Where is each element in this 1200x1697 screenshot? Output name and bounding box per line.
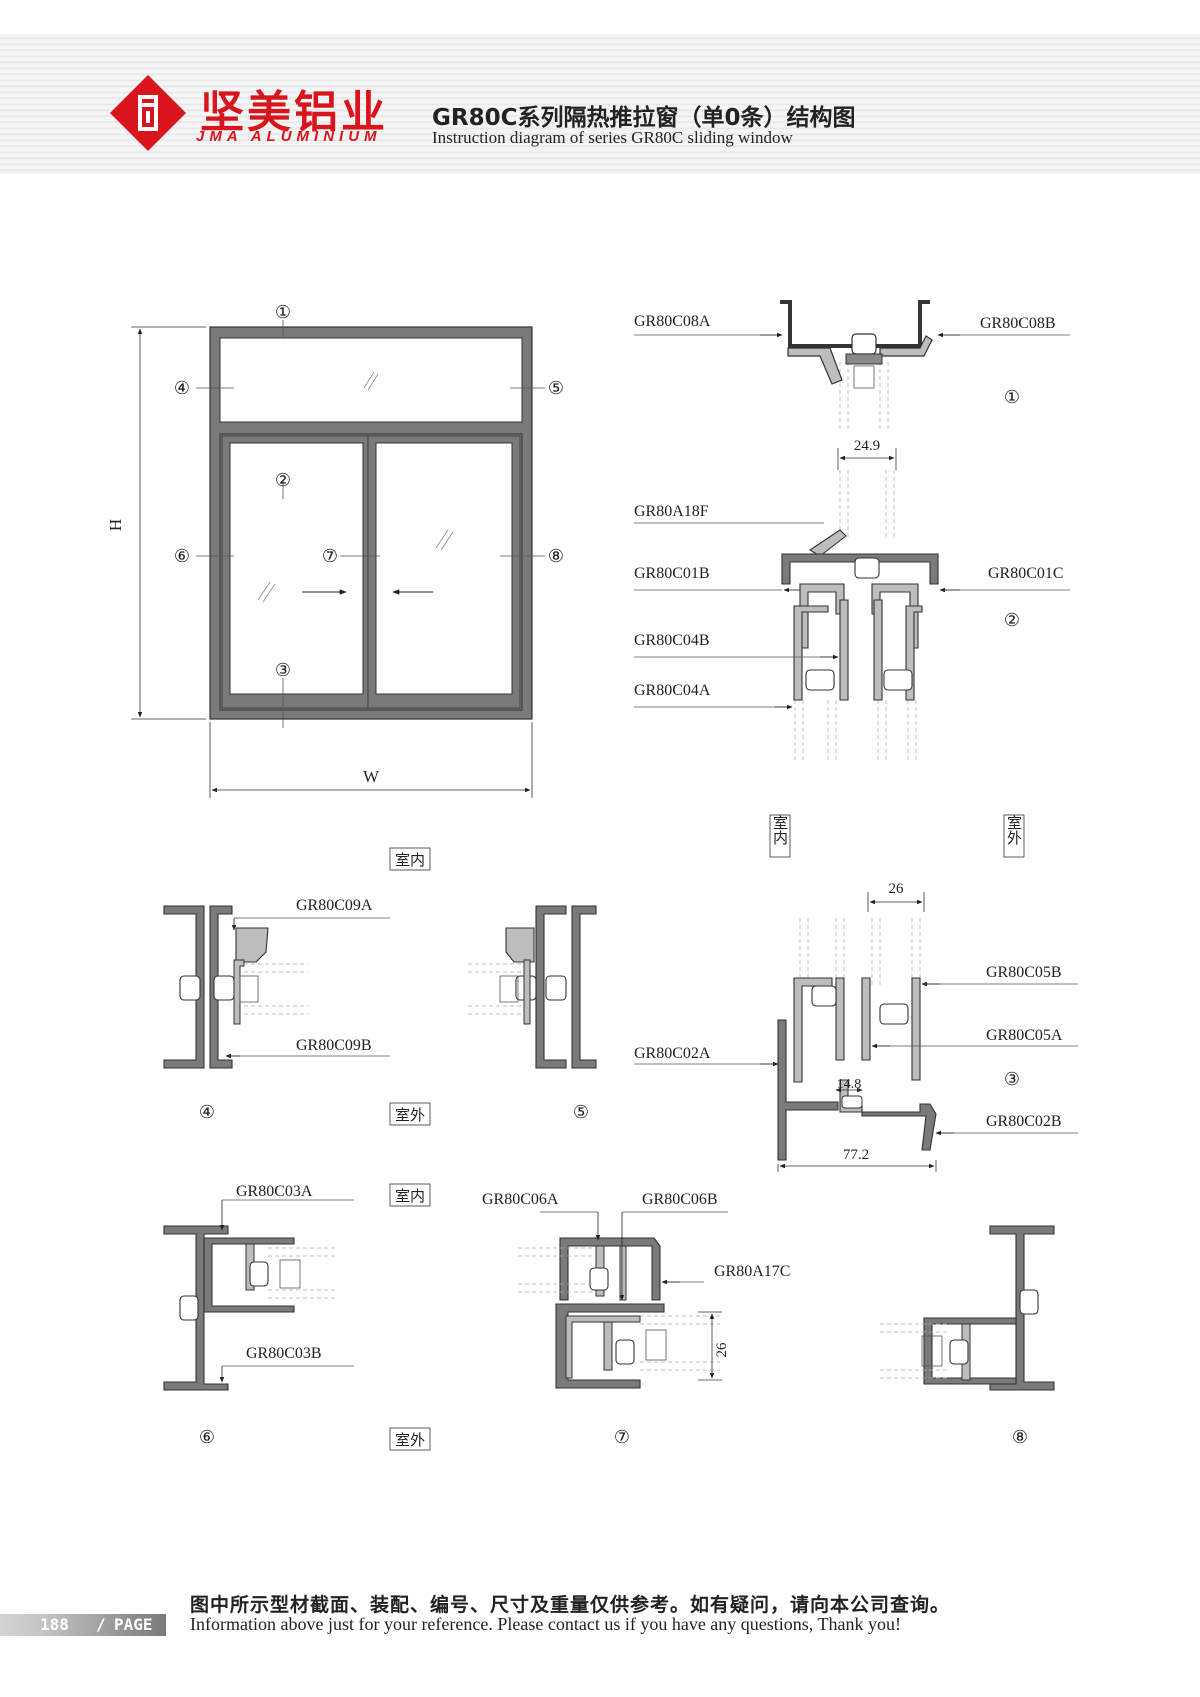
section-8-number: ⑧ — [1012, 1427, 1028, 1447]
section-7-number: ⑦ — [614, 1427, 630, 1447]
elev-marker-1: ① — [275, 302, 291, 322]
section-3: 26 14.8 77.2 — [634, 881, 1078, 1172]
label-gr80c01c: GR80C01C — [988, 565, 1064, 582]
section-45-outdoor-label: 室外 — [395, 1106, 425, 1124]
section-2-outdoor-label: 室外 — [1005, 815, 1023, 845]
section-2-indoor-label: 室内 — [771, 815, 789, 845]
label-gr80c02b: GR80C02B — [986, 1113, 1062, 1130]
page-number-bar — [0, 1614, 166, 1636]
label-gr80c06b: GR80C06B — [642, 1191, 718, 1208]
label-gr80c01b: GR80C01B — [634, 565, 710, 582]
dim-width-label: W — [363, 767, 380, 786]
section-5-number: ⑤ — [573, 1102, 589, 1122]
section-2-number: ② — [1004, 610, 1020, 630]
sections-6-7-8: 室内 室外 GR80C03A GR80C03B ⑥ — [163, 1183, 1055, 1451]
sections-4-5: 室内 室外 GR80C09A G — [163, 847, 597, 1126]
section-1: GR80C08A GR80C08B ① — [634, 300, 1070, 432]
brand-name-cn: 坚美铝业 — [200, 87, 388, 138]
section-678-indoor-label: 室内 — [395, 1187, 425, 1205]
jma-logo-icon — [110, 75, 186, 151]
dim-24-9: 24.9 — [854, 438, 880, 454]
section-6-number: ⑥ — [199, 1427, 215, 1447]
dim-26-section7: 26 — [714, 1342, 730, 1358]
page-number: 188 — [40, 1615, 69, 1634]
label-gr80c08b: GR80C08B — [980, 315, 1056, 332]
dim-26-top: 26 — [889, 881, 905, 897]
elev-marker-2: ② — [275, 470, 291, 490]
label-gr80c06a: GR80C06A — [482, 1191, 559, 1208]
label-gr80c03b: GR80C03B — [246, 1345, 322, 1362]
label-gr80c05b: GR80C05B — [986, 964, 1062, 981]
page-title-en: Instruction diagram of series GR80C slid… — [432, 128, 793, 147]
section-4-number: ④ — [199, 1102, 215, 1122]
label-gr80a18f: GR80A18F — [634, 503, 709, 520]
section-1-number: ① — [1004, 387, 1020, 407]
dim-14-8: 14.8 — [837, 1077, 862, 1092]
label-gr80c02a: GR80C02A — [634, 1045, 711, 1062]
label-gr80c08a: GR80C08A — [634, 313, 711, 330]
label-gr80c09b: GR80C09B — [296, 1037, 372, 1054]
label-gr80c04b: GR80C04B — [634, 632, 710, 649]
page-title-cn: GR80C系列隔热推拉窗（单0条）结构图 — [432, 105, 856, 131]
page-word: PAGE — [114, 1615, 153, 1634]
elev-marker-3: ③ — [275, 660, 291, 680]
dim-77-2: 77.2 — [843, 1147, 869, 1163]
section-3-number: ③ — [1004, 1069, 1020, 1089]
footer-note-cn: 图中所示型材截面、装配、编号、尺寸及重量仅供参考。如有疑问，请向本公司查询。 — [190, 1594, 951, 1616]
elev-marker-4: ④ — [174, 378, 190, 398]
section-45-indoor-label: 室内 — [395, 851, 425, 869]
page-separator: / — [96, 1615, 106, 1634]
footer-note-en: Information above just for your referenc… — [190, 1614, 901, 1634]
window-elevation: H W ① ④ ⑤ ② ⑥ ⑦ ⑧ ③ — [106, 302, 564, 798]
section-2: 24.9 — [634, 438, 1070, 858]
elev-marker-6: ⑥ — [174, 546, 190, 566]
label-gr80c03a: GR80C03A — [236, 1183, 313, 1200]
label-gr80c05a: GR80C05A — [986, 1027, 1063, 1044]
section-678-outdoor-label: 室外 — [395, 1431, 425, 1449]
label-gr80a17c: GR80A17C — [714, 1263, 790, 1280]
label-gr80c09a: GR80C09A — [296, 897, 373, 914]
header-band — [0, 34, 1200, 174]
elev-marker-8: ⑧ — [548, 546, 564, 566]
elev-marker-5: ⑤ — [548, 378, 564, 398]
label-gr80c04a: GR80C04A — [634, 682, 711, 699]
elev-marker-7: ⑦ — [322, 546, 338, 566]
dim-height-label: H — [106, 519, 125, 531]
brand-name-en: JMA ALUMINIUM — [196, 128, 382, 145]
